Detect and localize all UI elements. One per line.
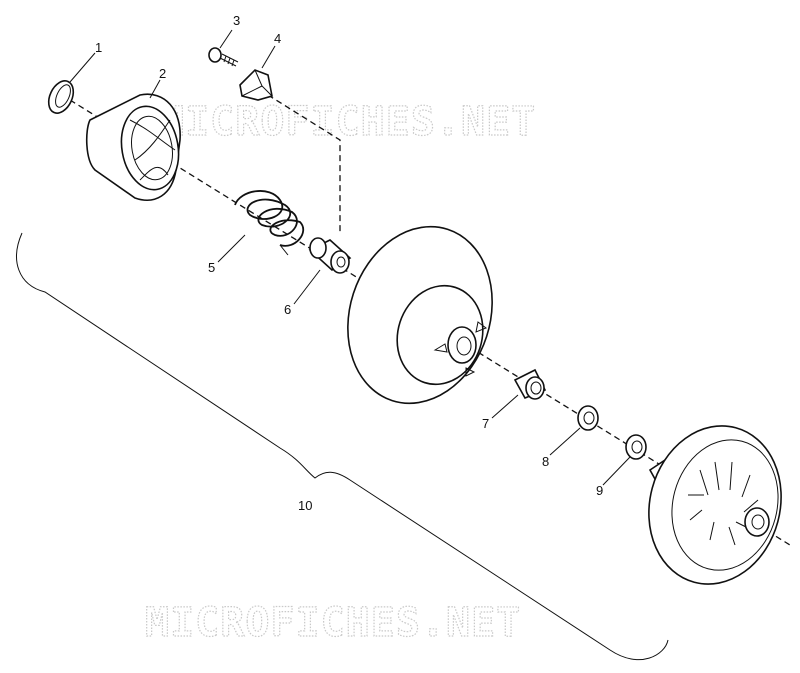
washer-part-8 (577, 405, 599, 431)
leader-4 (261, 45, 276, 69)
helix-cam-part (85, 93, 181, 201)
part4-leader-dash (267, 94, 341, 235)
callout-9: 9 (596, 483, 603, 498)
callout-7: 7 (482, 416, 489, 431)
snap-ring-part (47, 80, 75, 114)
callout-4: 4 (274, 31, 281, 46)
callout-6: 6 (284, 302, 291, 317)
screw-part (208, 47, 239, 67)
slider-button-part (239, 69, 273, 101)
leader-5 (217, 234, 246, 263)
leader-8 (549, 427, 581, 456)
leader-2 (149, 79, 161, 99)
assembly-bracket (16, 232, 669, 661)
watermark-top: MICROFICHES.NET (160, 99, 536, 145)
leader-7 (491, 394, 519, 419)
leader-9 (602, 456, 631, 486)
callout-5: 5 (208, 260, 215, 275)
moveable-sheave-part (347, 225, 493, 405)
leader-1 (69, 52, 96, 83)
callout-8: 8 (542, 454, 549, 469)
callout-1: 1 (95, 40, 102, 55)
spring-part (234, 190, 305, 256)
callout-2: 2 (159, 66, 166, 81)
callout-3: 3 (233, 13, 240, 28)
leader-3 (219, 29, 233, 49)
fixed-sheave-part (648, 425, 782, 585)
washer-part-9 (625, 434, 647, 460)
bearing-part (513, 368, 547, 400)
watermark-bottom: MICROFICHES.NET (145, 600, 521, 646)
bushing-part (308, 237, 352, 274)
leader-6 (293, 269, 321, 305)
callout-10: 10 (298, 498, 312, 513)
